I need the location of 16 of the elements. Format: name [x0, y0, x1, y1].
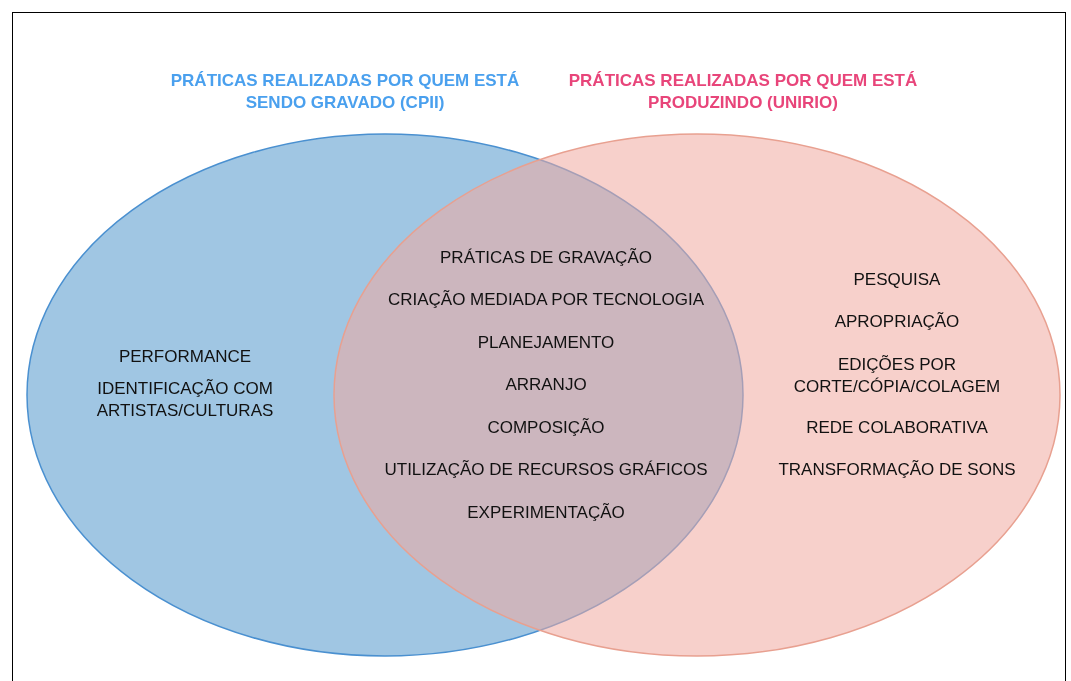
set-item: TRANSFORMAÇÃO DE SONS [777, 459, 1017, 481]
set-item: IDENTIFICAÇÃO COM ARTISTAS/CULTURAS [95, 378, 275, 422]
shared-item: ARRANJO [504, 374, 588, 396]
set-item: PERFORMANCE [117, 346, 253, 368]
shared-item: PLANEJAMENTO [476, 332, 616, 354]
shared-item: COMPOSIÇÃO [486, 417, 606, 439]
shared-item: CRIAÇÃO MEDIADA POR TECNOLOGIA [386, 289, 706, 311]
set-item: REDE COLABORATIVA [805, 417, 989, 439]
set-item: APROPRIAÇÃO [833, 311, 961, 333]
shared-item: PRÁTICAS DE GRAVAÇÃO [439, 247, 653, 269]
set-item: EDIÇÕES POR CORTE/CÓPIA/COLAGEM [792, 354, 1002, 398]
set-item: PESQUISA [852, 269, 942, 291]
shared-item: EXPERIMENTAÇÃO [466, 502, 626, 524]
shared-item: UTILIZAÇÃO DE RECURSOS GRÁFICOS [383, 459, 709, 481]
set-heading: PRÁTICAS REALIZADAS POR QUEM ESTÁ PRODUZINDO (UNIRIO) [567, 70, 919, 114]
set-heading: PRÁTICAS REALIZADAS POR QUEM ESTÁ SENDO GRAVADO (CPII) [169, 70, 521, 114]
